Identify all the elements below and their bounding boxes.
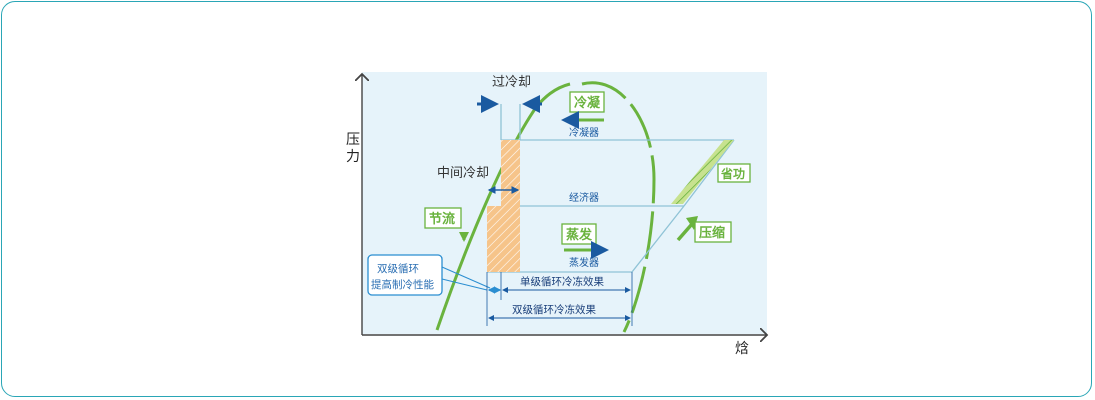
two-stage-note-line2: 提高制冷性能 <box>371 278 434 291</box>
two-stage-effect-label: 双级循环冷冻效果 <box>512 303 596 316</box>
compression-label: 压缩 <box>699 225 725 241</box>
power-saving-band <box>671 140 734 204</box>
ph-diagram-svg: 压 力 焓 过冷却 <box>346 72 782 357</box>
compression-box <box>694 221 732 243</box>
power-saving-box <box>717 163 751 183</box>
single-stage-effect-label: 单级循环冷冻效果 <box>520 275 604 288</box>
note-leader-2 <box>441 278 488 291</box>
cycle-lines <box>487 104 735 273</box>
throttling-box <box>424 207 462 229</box>
evaporating-label: 蒸发 <box>566 227 593 243</box>
condensing-label: 冷凝 <box>574 95 601 111</box>
note-leader-1 <box>441 266 491 289</box>
throttling-arrow <box>459 232 469 242</box>
dome-right-curve <box>581 81 656 333</box>
x-axis-label: 焓 <box>735 341 749 357</box>
evaporating-box <box>561 223 597 245</box>
power-saving-label: 省功 <box>720 166 745 181</box>
y-axis-label-1: 压 <box>346 132 360 148</box>
two-stage-note-line1: 双级循环 <box>377 262 419 275</box>
subcooling-region <box>501 140 520 206</box>
throttling-label: 节流 <box>429 211 455 227</box>
subcooling-label: 过冷却 <box>492 75 531 90</box>
y-axis-label-2: 力 <box>346 149 360 165</box>
compression-arrow-stem <box>676 222 694 242</box>
evaporator-label: 蒸发器 <box>569 256 599 269</box>
condenser-label: 冷凝器 <box>569 126 599 139</box>
intermediate-cooling-region <box>487 206 520 272</box>
intermediate-cooling-label: 中间冷却 <box>437 166 489 181</box>
ph-diagram: 压 力 焓 过冷却 <box>332 64 782 364</box>
condensing-box <box>569 91 605 113</box>
two-stage-note-box <box>367 254 443 296</box>
economizer-label: 经济器 <box>569 191 599 204</box>
